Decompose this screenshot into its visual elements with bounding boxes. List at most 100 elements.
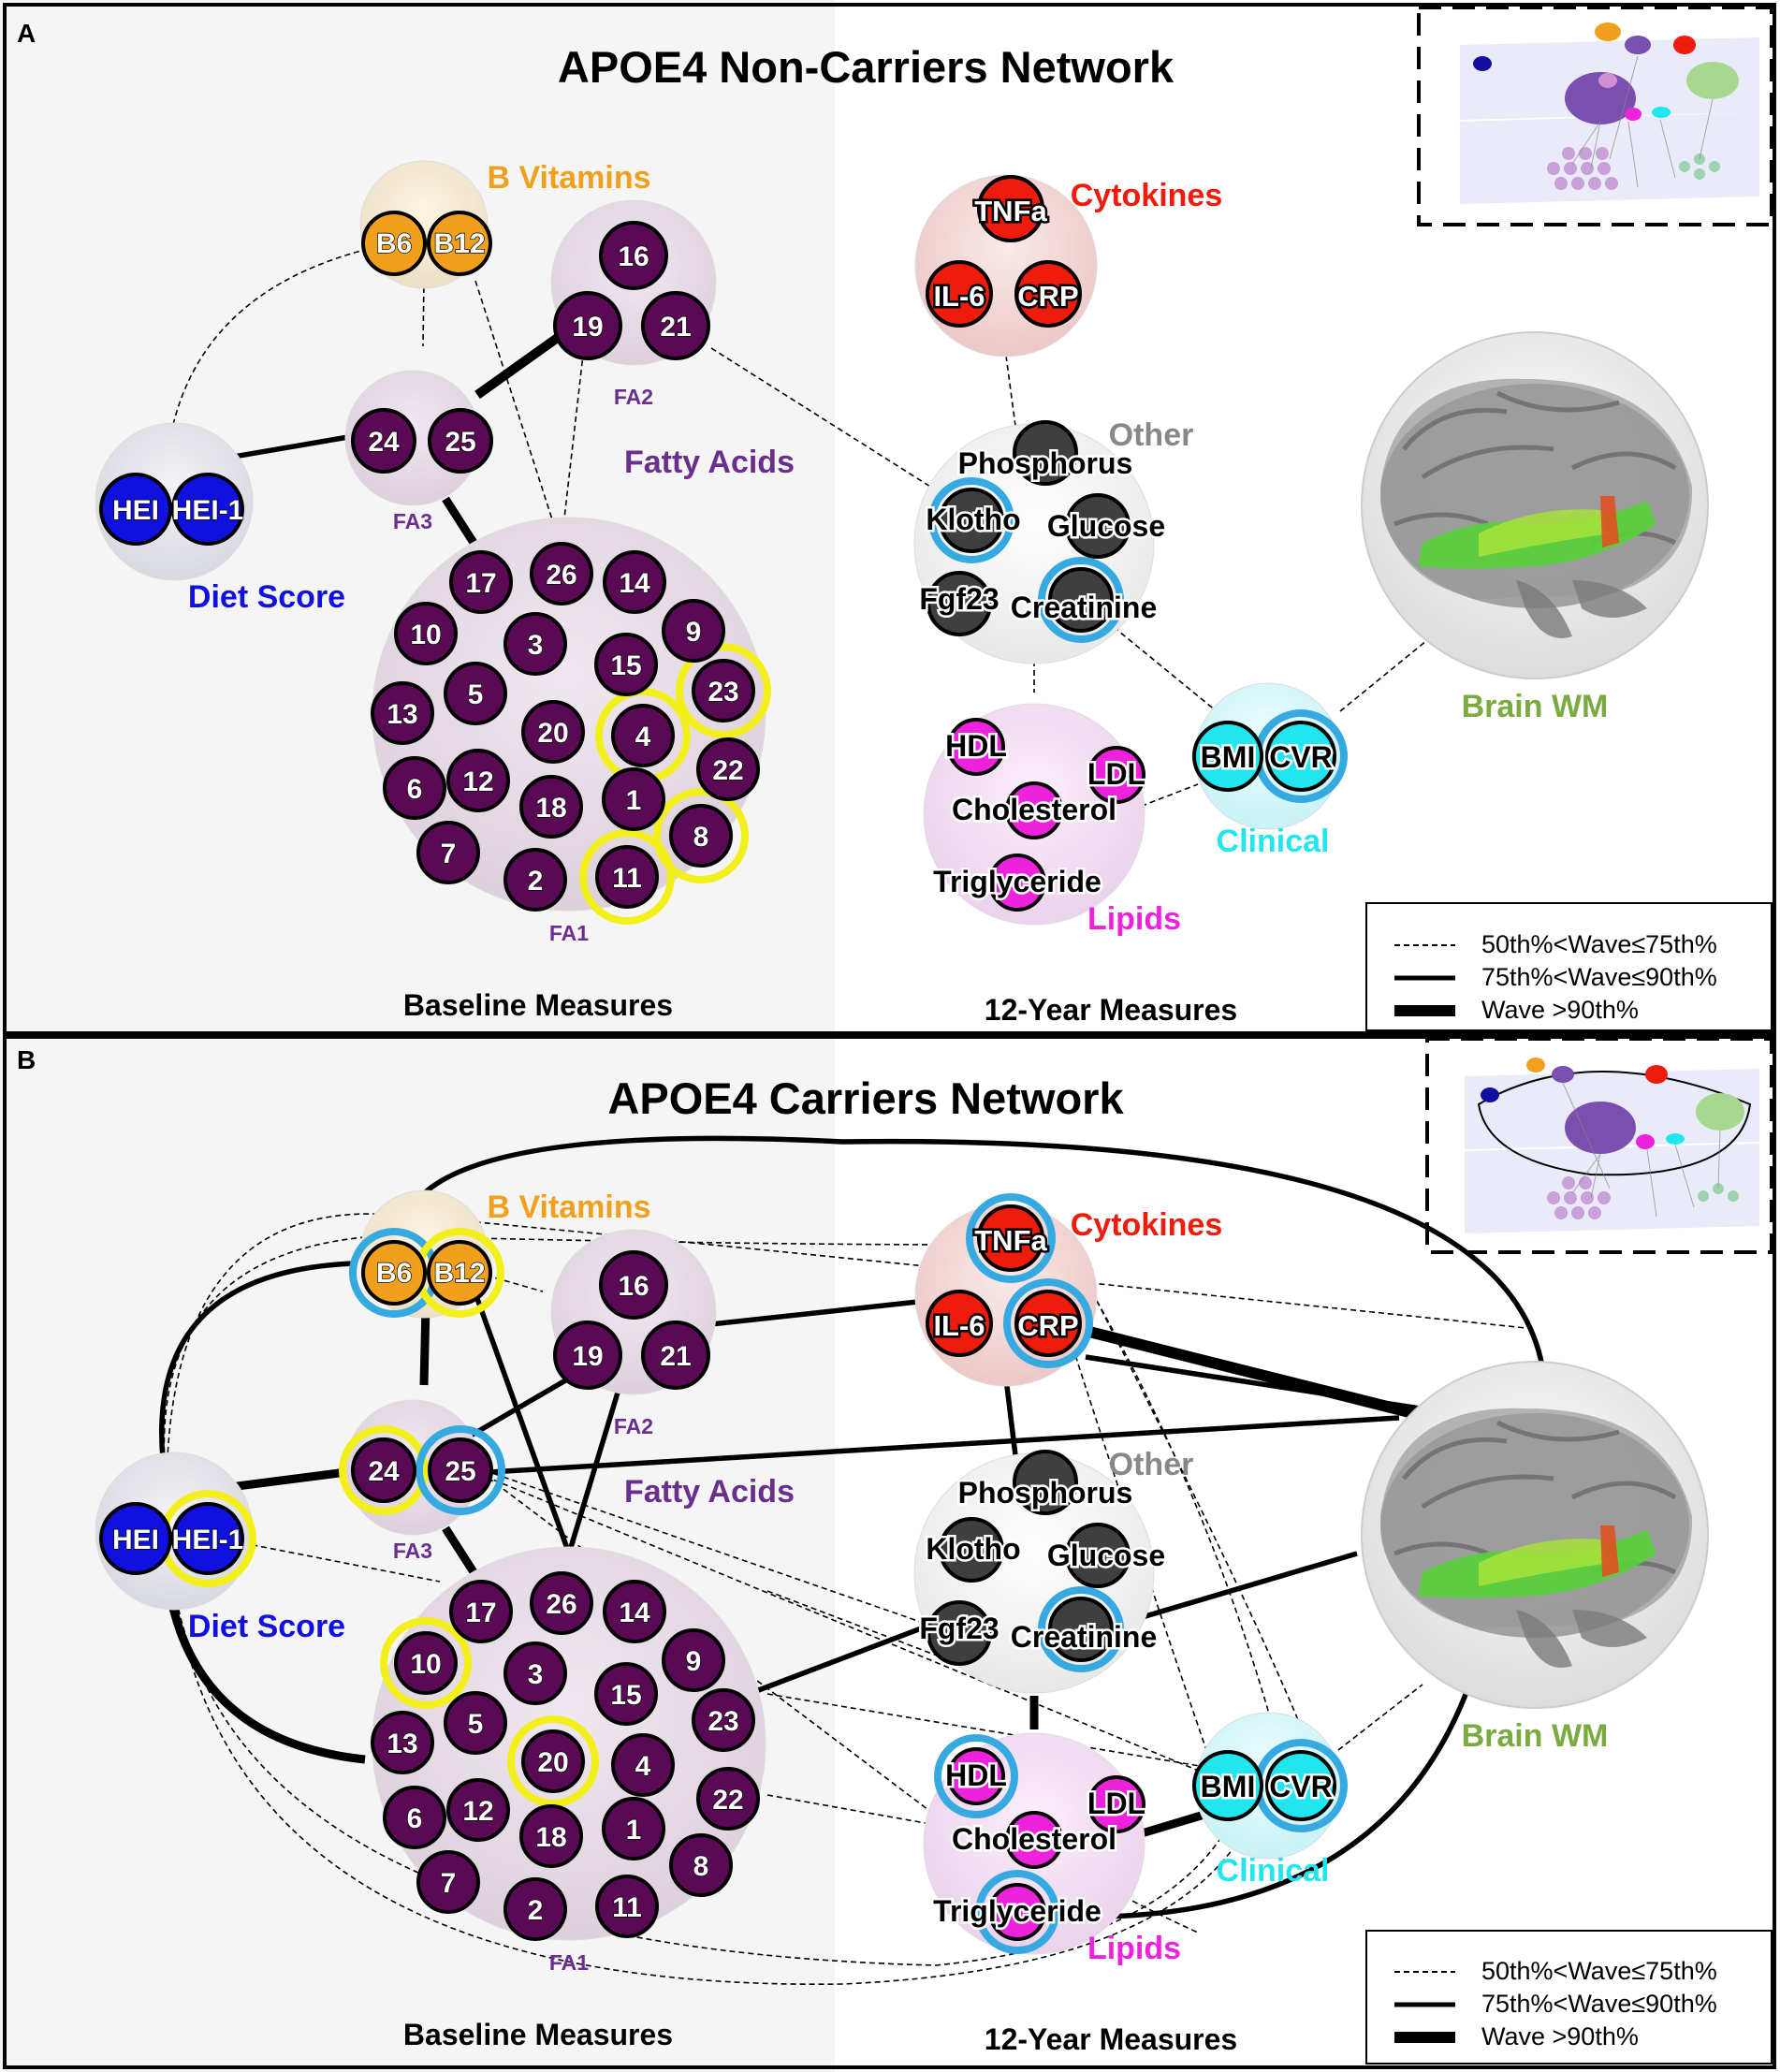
svg-text:1: 1 xyxy=(626,785,642,816)
svg-text:24: 24 xyxy=(368,427,400,458)
svg-text:Glucose: Glucose xyxy=(1047,1539,1165,1572)
lipids-label-b: Lipids xyxy=(1087,1931,1181,1966)
node-15-b: 15 xyxy=(594,1662,658,1726)
svg-text:7: 7 xyxy=(441,839,457,869)
highlight-20-b xyxy=(507,1715,599,1807)
highlight-23 xyxy=(676,643,771,738)
fatty-acids-label-b: Fatty Acids xyxy=(624,1474,795,1510)
node-3-b: 3 xyxy=(503,1642,567,1705)
highlight-triglyceride-b xyxy=(975,1870,1059,1954)
svg-text:Phosphorus: Phosphorus xyxy=(958,1476,1133,1510)
svg-text:12: 12 xyxy=(462,1796,493,1827)
svg-text:13: 13 xyxy=(387,699,417,730)
node-glucose-b: Glucose xyxy=(1044,1523,1168,1588)
svg-text:18: 18 xyxy=(535,1822,566,1853)
cytokines-label: Cytokines xyxy=(1071,178,1223,213)
node-17-b: 17 xyxy=(449,1580,513,1643)
baseline-measures-label-b: Baseline Measures xyxy=(403,2018,673,2051)
node-20-b: 20 xyxy=(521,1729,585,1793)
legend-thick-text: Wave >90th% xyxy=(1481,996,1639,1024)
svg-text:HEI-1: HEI-1 xyxy=(172,495,244,526)
svg-text:25: 25 xyxy=(445,427,475,458)
svg-text:BMI: BMI xyxy=(1201,740,1256,774)
svg-text:25: 25 xyxy=(445,1456,475,1487)
node-22: 22 xyxy=(696,737,760,801)
node-14: 14 xyxy=(603,550,666,614)
svg-text:2: 2 xyxy=(528,866,544,897)
svg-text:17: 17 xyxy=(465,1598,496,1628)
node-24-b: 24 xyxy=(351,1437,416,1503)
node-17: 17 xyxy=(449,550,513,614)
svg-text:B12: B12 xyxy=(433,1258,485,1289)
node-5: 5 xyxy=(444,662,507,725)
svg-text:Phosphorus: Phosphorus xyxy=(958,446,1133,480)
svg-text:13: 13 xyxy=(387,1729,417,1759)
svg-text:Creatinine: Creatinine xyxy=(1011,1620,1157,1654)
node-25-b: 25 xyxy=(428,1437,493,1503)
svg-text:26: 26 xyxy=(546,1589,576,1620)
panel-title: APOE4 Non-Carriers Network xyxy=(558,42,1175,92)
svg-text:CVR: CVR xyxy=(1269,1770,1333,1803)
node-1: 1 xyxy=(602,767,665,831)
svg-text:15: 15 xyxy=(610,1680,641,1711)
node-11: 11 xyxy=(595,845,659,909)
node-4-b: 4 xyxy=(611,1733,675,1797)
svg-text:HEI-1: HEI-1 xyxy=(172,1525,244,1555)
svg-text:18: 18 xyxy=(535,793,566,824)
node-creatinine-b: Creatinine xyxy=(1008,1597,1160,1662)
legend-solid-text: 75th%<Wave≤90th% xyxy=(1481,963,1717,991)
node-triglyceride-b: Triglyceride xyxy=(931,1883,1103,1941)
other-label: Other xyxy=(1109,417,1194,453)
node-il-6: IL-6 xyxy=(926,260,993,328)
node-triglyceride: Triglyceride xyxy=(931,854,1103,912)
node-hei-b: HEI xyxy=(99,1502,172,1575)
node-crp: CRP xyxy=(1014,260,1082,328)
node-glucose: Glucose xyxy=(1044,493,1168,559)
other-label-b: Other xyxy=(1109,1447,1194,1482)
legend-solid-text-b: 75th%<Wave≤90th% xyxy=(1481,1990,1717,2018)
inset-3d-network xyxy=(1417,6,1773,226)
node-b12-b: B12 xyxy=(427,1240,492,1306)
baseline-measures-label: Baseline Measures xyxy=(403,988,673,1022)
svg-text:12: 12 xyxy=(462,766,493,797)
svg-text:HEI: HEI xyxy=(112,495,159,526)
node-6: 6 xyxy=(383,756,446,820)
node-tnfa-b: TNFa xyxy=(972,1204,1050,1272)
svg-text:LDL: LDL xyxy=(1087,757,1145,791)
node-23-b: 23 xyxy=(692,1688,755,1752)
node-hei-1: HEI-1 xyxy=(171,473,244,546)
panel-a: A APOE4 Non-Carriers Network xyxy=(0,0,1776,1035)
svg-text:HEI: HEI xyxy=(112,1525,159,1555)
node-2-b: 2 xyxy=(503,1877,567,1941)
node-12-b: 12 xyxy=(446,1778,510,1842)
svg-text:Cholesterol: Cholesterol xyxy=(952,793,1116,826)
node-12: 12 xyxy=(446,749,510,812)
svg-text:11: 11 xyxy=(612,1892,642,1923)
svg-text:22: 22 xyxy=(712,755,743,786)
node-fgf23-b: Fgf23 xyxy=(917,1600,1001,1666)
svg-text:B12: B12 xyxy=(433,228,485,259)
diet-score-label: Diet Score xyxy=(188,579,345,615)
node-18: 18 xyxy=(519,775,583,839)
svg-text:TNFa: TNFa xyxy=(974,195,1047,227)
legend-thick-text-b: Wave >90th% xyxy=(1481,2022,1639,2050)
svg-text:B6: B6 xyxy=(376,228,412,259)
svg-text:24: 24 xyxy=(368,1456,400,1487)
node-9-b: 9 xyxy=(662,1628,725,1692)
svg-text:16: 16 xyxy=(618,1271,649,1302)
svg-text:14: 14 xyxy=(619,1598,650,1628)
node-3: 3 xyxy=(503,612,567,676)
svg-text:LDL: LDL xyxy=(1087,1787,1145,1820)
svg-text:CRP: CRP xyxy=(1017,1309,1078,1342)
svg-text:8: 8 xyxy=(693,1851,709,1882)
node-26-b: 26 xyxy=(530,1571,593,1635)
node-21: 21 xyxy=(641,291,710,360)
cytokines-label-b: Cytokines xyxy=(1071,1207,1223,1243)
highlight-24-b xyxy=(339,1425,429,1515)
node-phosphorus-b: Phosphorus xyxy=(956,1450,1135,1515)
legend-a: 50th%<Wave≤75th% 75th%<Wave≤90th% Wave >… xyxy=(1365,902,1773,1031)
node-24: 24 xyxy=(351,408,416,474)
panel-a-border xyxy=(3,3,1776,1035)
node-20: 20 xyxy=(521,700,585,764)
svg-text:Triglyceride: Triglyceride xyxy=(933,1894,1102,1928)
